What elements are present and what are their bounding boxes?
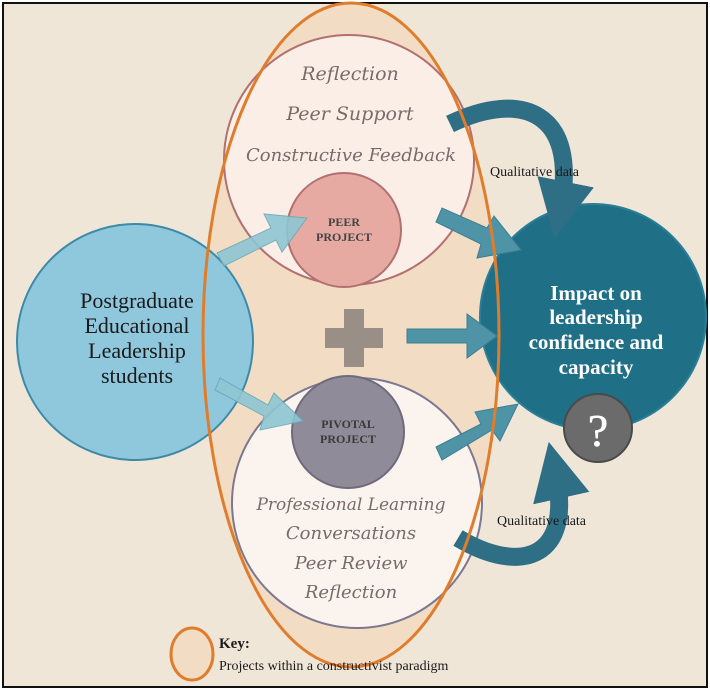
students-line-3: Leadership <box>88 338 186 363</box>
students-line-1: Postgraduate <box>80 288 194 313</box>
students-line-4: students <box>101 363 173 388</box>
qualitative-data-top: Qualitative data <box>490 165 580 180</box>
peer-line-3: Constructive Feedback <box>246 145 456 166</box>
arrow-peer-to-impact <box>435 207 522 259</box>
pivotal-line-3: Peer Review <box>293 553 408 574</box>
question-mark-icon: ? <box>563 393 633 463</box>
pivotal-project-circle <box>291 375 405 489</box>
impact-line-2: leadership <box>549 305 642 329</box>
pivotal-line-4: Reflection <box>304 582 397 603</box>
arrow-students-to-peer <box>216 213 308 267</box>
pivotal-line-1: Professional Learning <box>255 495 445 515</box>
plus-icon <box>325 309 383 367</box>
peer-line-2: Peer Support <box>285 103 414 125</box>
curved-arrow-top <box>446 99 594 239</box>
arrow-students-to-pivotal <box>214 377 305 431</box>
arrow-plus-to-impact <box>406 313 498 359</box>
students-line-2: Educational <box>84 313 189 338</box>
qualitative-data-bottom: Qualitative data <box>497 514 587 529</box>
key-title: Key: <box>219 636 250 652</box>
pivotal-project-line-2: PROJECT <box>320 432 376 446</box>
curved-arrow-bottom <box>453 441 590 566</box>
peer-project-line-2: PROJECT <box>316 230 372 244</box>
impact-line-3: confidence and <box>529 330 664 354</box>
peer-project-line-1: PEER <box>328 215 360 229</box>
key-description: Projects within a constructivist paradig… <box>219 659 449 674</box>
key-ellipse-icon <box>169 626 215 682</box>
impact-line-4: capacity <box>559 355 634 379</box>
impact-line-1: Impact on <box>550 281 642 305</box>
arrow-pivotal-to-impact <box>435 403 519 461</box>
svg-text:?: ? <box>588 405 608 456</box>
students-circle <box>16 223 254 461</box>
pivotal-line-2: Conversations <box>286 523 416 544</box>
paradigm-ellipse <box>201 1 501 669</box>
peer-line-1: Reflection <box>300 63 399 85</box>
pivotal-project-line-1: PIVOTAL <box>321 417 375 431</box>
